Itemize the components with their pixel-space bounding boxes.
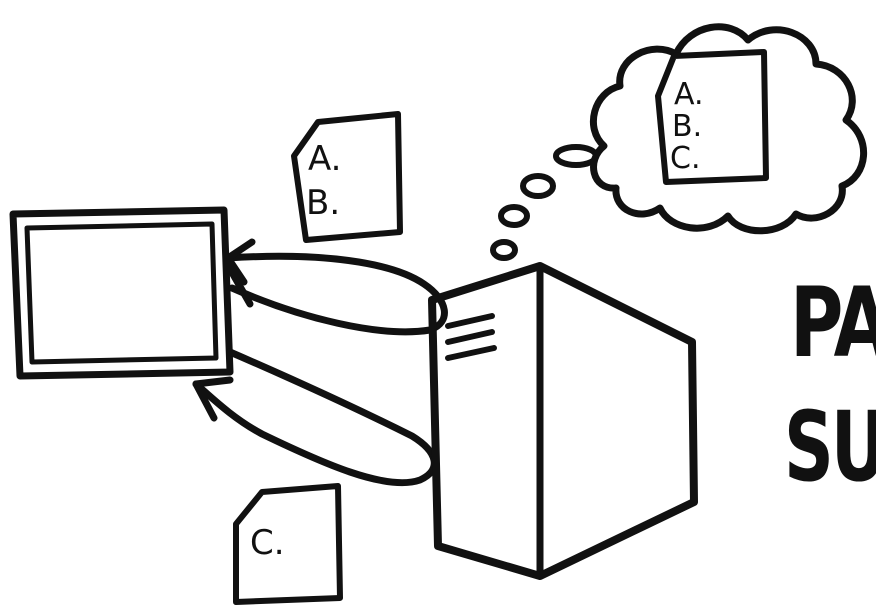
upper-loop-arrow <box>226 242 444 332</box>
title-text: PAR SUB <box>784 267 876 503</box>
doc-bottom-line-1: C. <box>250 523 285 563</box>
document-top: A. B. <box>294 114 400 240</box>
thought-doc-line-1: A. <box>674 77 704 112</box>
doc-top-line-2: B. <box>306 183 340 223</box>
thought-doc-line-3: C. <box>670 141 700 176</box>
title-line-2: SUB <box>784 391 876 503</box>
server-tower <box>432 266 694 576</box>
monitor <box>13 210 230 376</box>
document-bottom: C. <box>236 486 340 602</box>
thought-doc-line-2: B. <box>672 109 702 144</box>
document-in-thought: A. B. C. <box>658 52 766 182</box>
thought-bubbles <box>493 147 596 258</box>
thought-cloud <box>593 27 863 231</box>
doc-top-line-1: A. <box>308 139 341 179</box>
title-line-1: PAR <box>790 267 876 379</box>
